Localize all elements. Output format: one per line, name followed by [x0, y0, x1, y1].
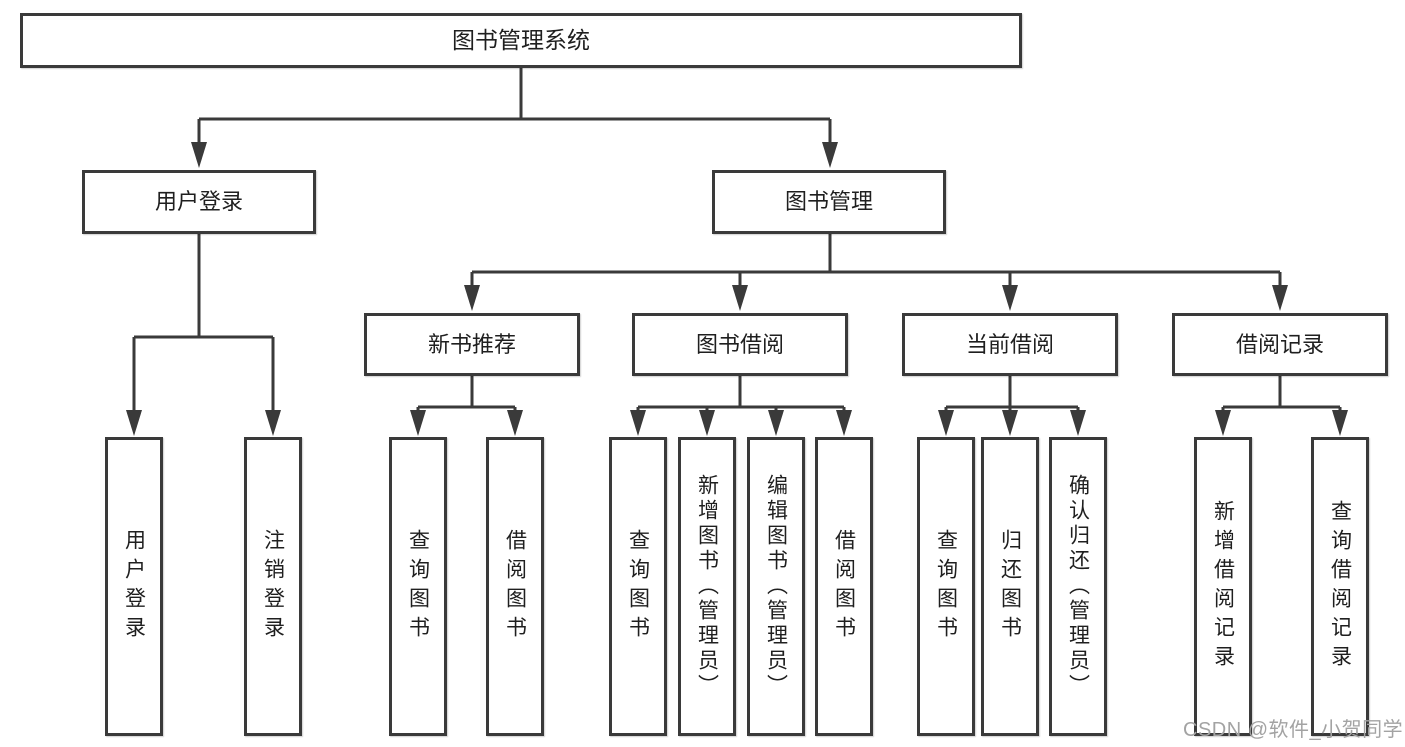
node-user-login-action: 用户登录: [105, 437, 163, 736]
node-borrow-books-action: 借阅图书: [815, 437, 873, 736]
node-root-system: 图书管理系统: [20, 13, 1022, 68]
node-new-book-recommend: 新书推荐: [364, 313, 580, 376]
node-user-login: 用户登录: [82, 170, 316, 234]
node-add-borrow-record: 新增借阅记录: [1194, 437, 1252, 736]
node-return-book: 归还图书: [981, 437, 1039, 736]
node-search-books-recommend: 查询图书: [389, 437, 447, 736]
node-search-borrow-record: 查询借阅记录: [1311, 437, 1369, 736]
node-search-books-borrow: 查询图书: [609, 437, 667, 736]
node-book-borrow: 图书借阅: [632, 313, 848, 376]
node-current-borrow: 当前借阅: [902, 313, 1118, 376]
arrowheads: [126, 142, 1348, 436]
node-borrow-records: 借阅记录: [1172, 313, 1388, 376]
watermark-csdn: CSDN @软件_小贺同学: [1183, 719, 1404, 741]
node-book-management: 图书管理: [712, 170, 946, 234]
node-edit-book-admin: 编辑图书（管理员）: [747, 437, 805, 736]
node-borrow-books-recommend: 借阅图书: [486, 437, 544, 736]
node-search-books-current: 查询图书: [917, 437, 975, 736]
node-add-book-admin: 新增图书（管理员）: [678, 437, 736, 736]
node-confirm-return-admin: 确认归还（管理员）: [1049, 437, 1107, 736]
node-logout-action: 注销登录: [244, 437, 302, 736]
